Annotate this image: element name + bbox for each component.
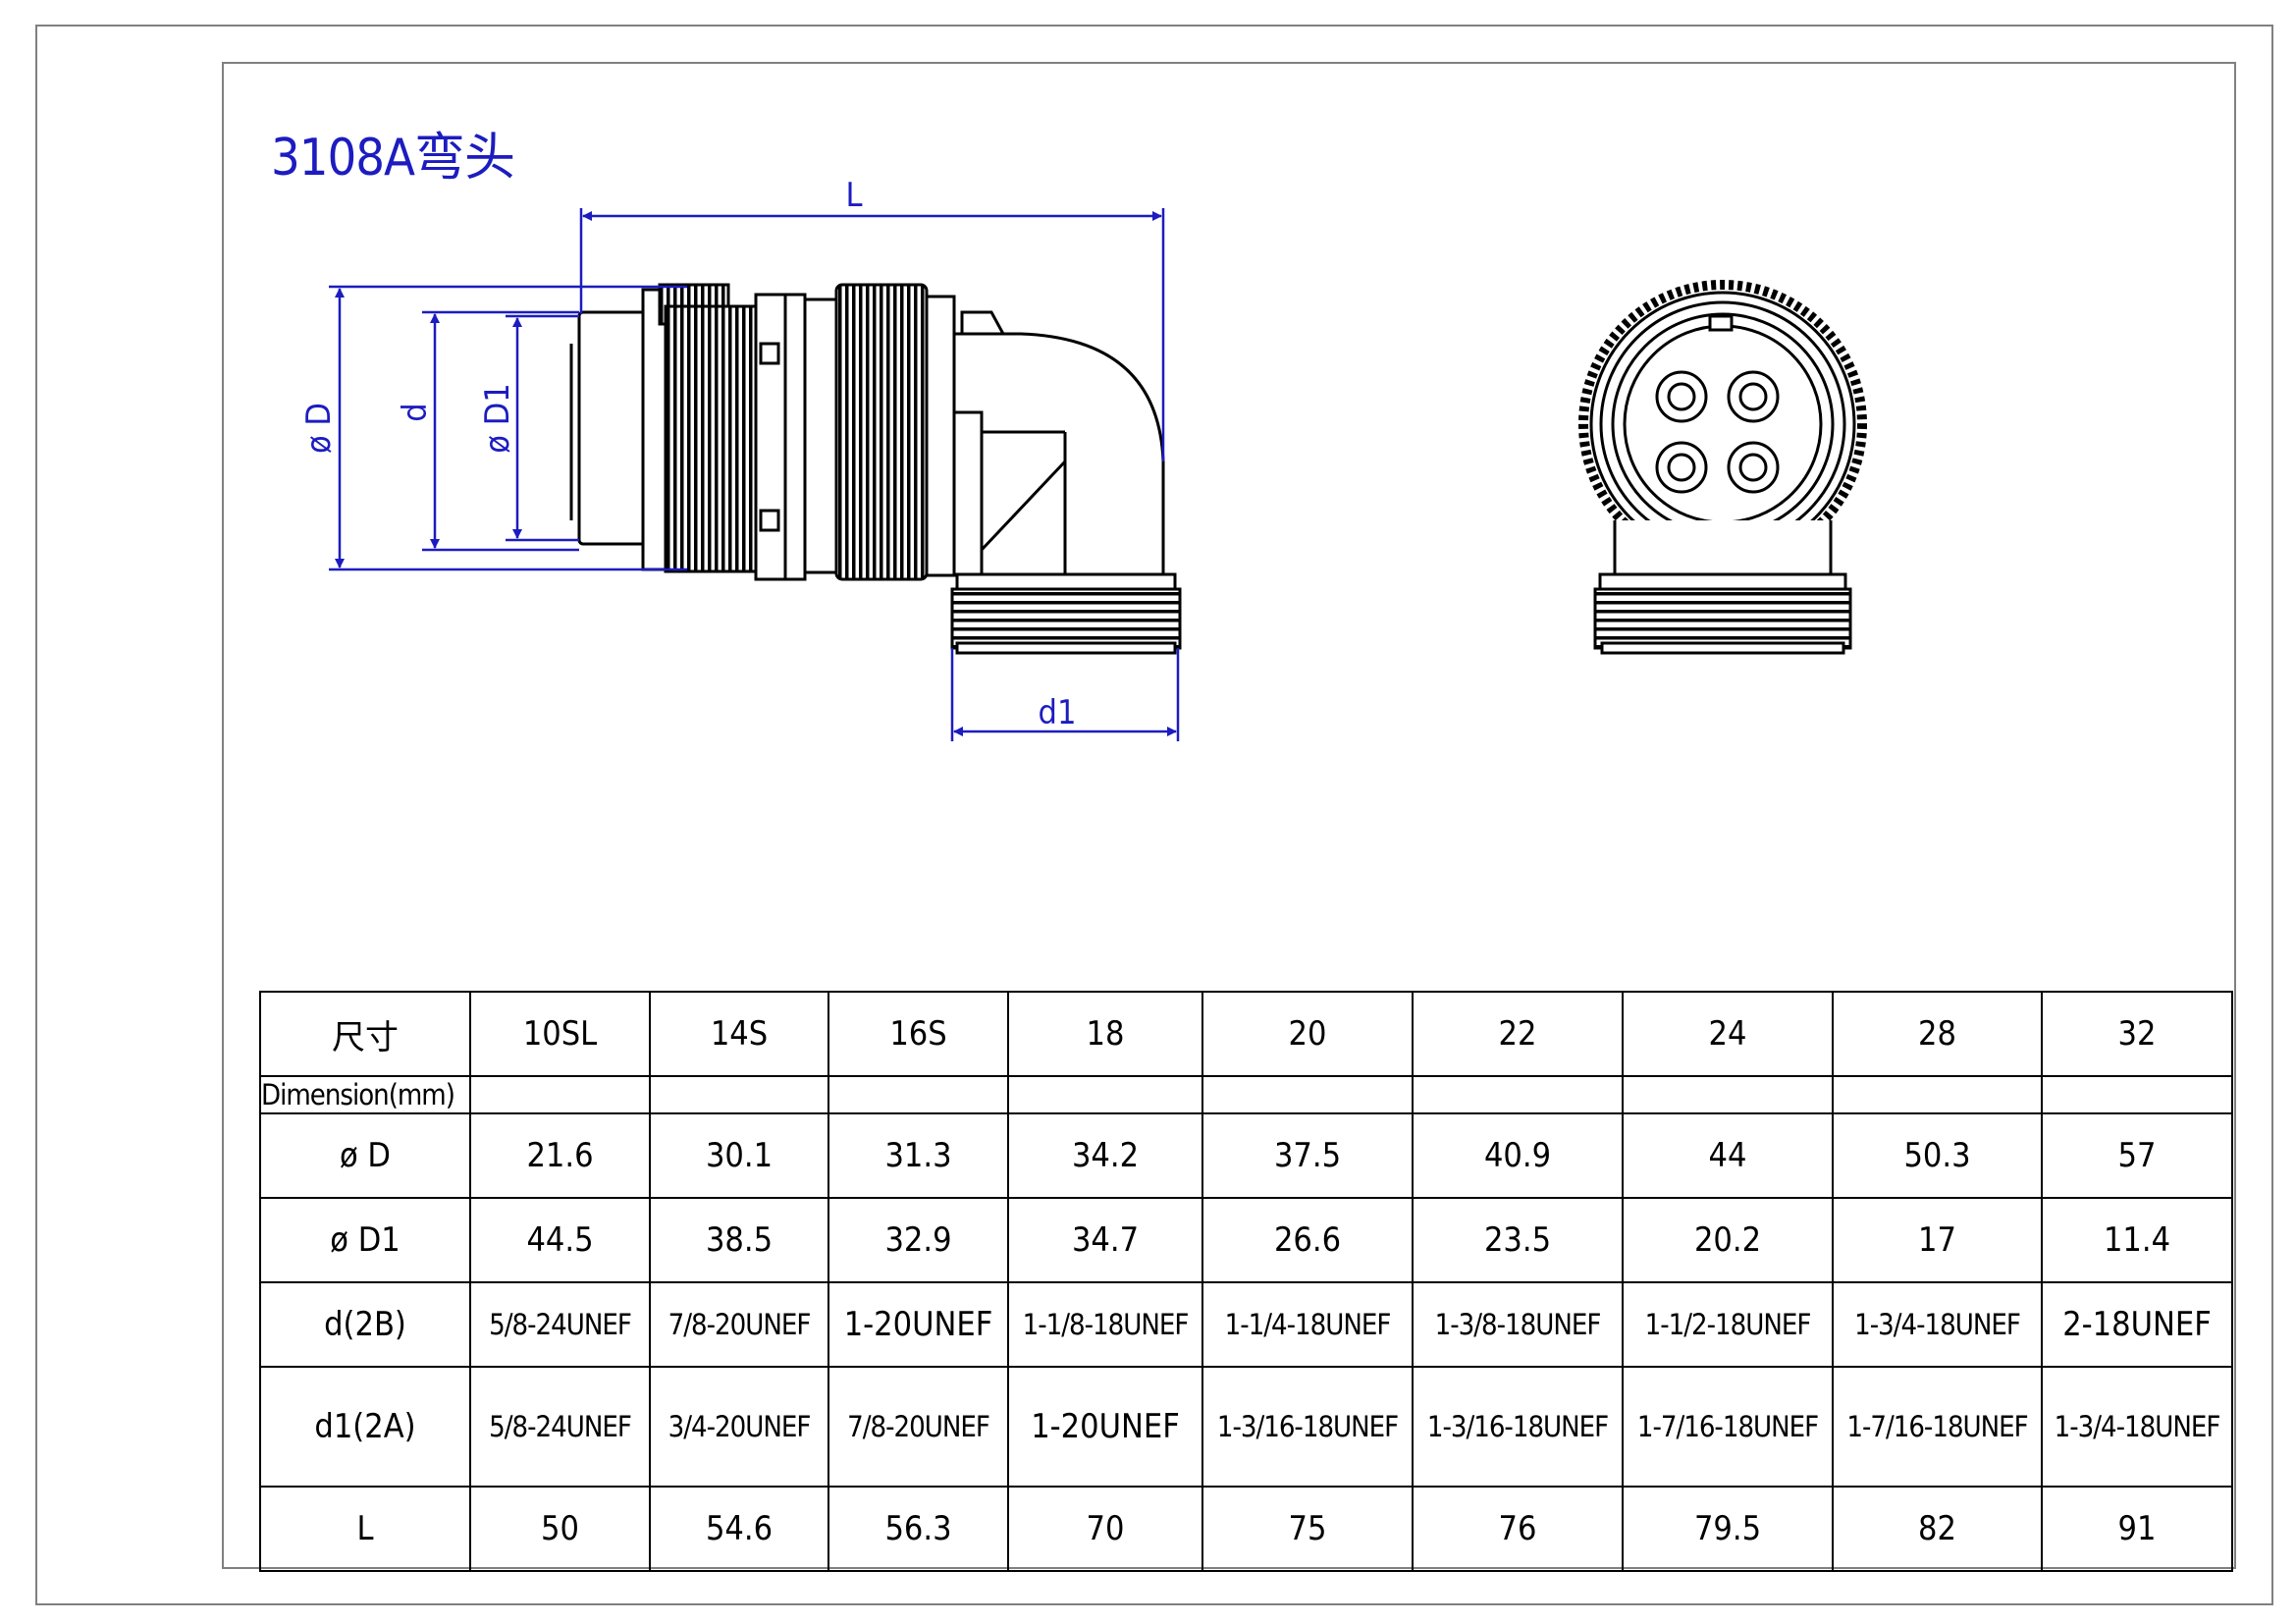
table-cell: 1-7/16-18UNEF bbox=[1622, 1366, 1834, 1488]
table-cell: 76 bbox=[1412, 1486, 1624, 1572]
header-cn: 尺寸 bbox=[259, 991, 471, 1077]
table-cell: 70 bbox=[1007, 1486, 1203, 1572]
dimension-lines bbox=[329, 208, 1180, 741]
label-d: d bbox=[396, 403, 435, 421]
size-cell: 22 bbox=[1412, 991, 1624, 1077]
table-row: d(2B) 5/8-24UNEF 7/8-20UNEF 1-20UNEF 1-1… bbox=[259, 1281, 2233, 1368]
table-cell: 56.3 bbox=[828, 1486, 1009, 1572]
table-row: ø D 21.6 30.1 31.3 34.2 37.5 40.9 44 50.… bbox=[259, 1112, 2233, 1199]
table-cell: 37.5 bbox=[1201, 1112, 1414, 1199]
table-cell: 1-1/4-18UNEF bbox=[1201, 1281, 1414, 1368]
table-cell: 11.4 bbox=[2041, 1197, 2233, 1283]
table-cell: 57 bbox=[2041, 1112, 2233, 1199]
table-cell: 34.7 bbox=[1007, 1197, 1203, 1283]
table-cell: 75 bbox=[1201, 1486, 1414, 1572]
table-cell: 82 bbox=[1832, 1486, 2043, 1572]
size-cell: 18 bbox=[1007, 991, 1203, 1077]
table-cell: 23.5 bbox=[1412, 1197, 1624, 1283]
table-cell: 5/8-24UNEF bbox=[469, 1281, 651, 1368]
label-phi-D: ø D bbox=[299, 403, 339, 454]
row-label: d1(2A) bbox=[259, 1366, 471, 1488]
table-cell: 91 bbox=[2041, 1486, 2233, 1572]
table-cell: 1-1/8-18UNEF bbox=[1007, 1281, 1203, 1368]
table-cell: 1-3/4-18UNEF bbox=[1832, 1281, 2043, 1368]
size-cell: 32 bbox=[2041, 991, 2233, 1077]
outer-frame bbox=[35, 25, 2273, 1605]
table-cell: 1-7/16-18UNEF bbox=[1832, 1366, 2043, 1488]
table-cell: 7/8-20UNEF bbox=[649, 1281, 829, 1368]
label-L: L bbox=[845, 176, 862, 215]
header-en: Dimension(mm) bbox=[259, 1075, 471, 1114]
table-cell: 40.9 bbox=[1412, 1112, 1624, 1199]
row-label: d(2B) bbox=[259, 1281, 471, 1368]
row-label: L bbox=[259, 1486, 471, 1572]
size-cell: 14S bbox=[649, 991, 829, 1077]
drawing-title: 3108A弯头 bbox=[271, 129, 515, 188]
table-cell: 79.5 bbox=[1622, 1486, 1834, 1572]
size-header-row: 尺寸 10SL 14S 16S 18 20 22 24 28 32 bbox=[259, 991, 2233, 1077]
table-row: L 50 54.6 56.3 70 75 76 79.5 82 91 bbox=[259, 1486, 2233, 1572]
table-cell: 54.6 bbox=[649, 1486, 829, 1572]
table-cell: 1-3/4-18UNEF bbox=[2041, 1366, 2233, 1488]
table-cell: 31.3 bbox=[828, 1112, 1009, 1199]
dimension-table: 尺寸 10SL 14S 16S 18 20 22 24 28 32 Dimens… bbox=[259, 991, 2233, 1572]
table-cell: 3/4-20UNEF bbox=[649, 1366, 829, 1488]
size-cell: 10SL bbox=[469, 991, 651, 1077]
label-d1: d1 bbox=[1039, 693, 1077, 732]
table-row: d1(2A) 5/8-24UNEF 3/4-20UNEF 7/8-20UNEF … bbox=[259, 1366, 2233, 1488]
table-cell: 1-3/16-18UNEF bbox=[1201, 1366, 1414, 1488]
size-cell: 16S bbox=[828, 991, 1009, 1077]
table-cell: 50.3 bbox=[1832, 1112, 2043, 1199]
label-phi-D1: ø D1 bbox=[478, 383, 517, 453]
table-cell: 44 bbox=[1622, 1112, 1834, 1199]
size-cell: 24 bbox=[1622, 991, 1834, 1077]
side-view bbox=[569, 283, 1182, 655]
table-cell: 21.6 bbox=[469, 1112, 651, 1199]
table-cell: 1-20UNEF bbox=[1007, 1366, 1203, 1488]
row-label: ø D bbox=[259, 1112, 471, 1199]
front-view bbox=[1578, 280, 1867, 655]
table-cell: 20.2 bbox=[1622, 1197, 1834, 1283]
table-cell: 2-18UNEF bbox=[2041, 1281, 2233, 1368]
table-cell: 38.5 bbox=[649, 1197, 829, 1283]
size-cell: 28 bbox=[1832, 991, 2043, 1077]
row-label: ø D1 bbox=[259, 1197, 471, 1283]
dimension-unit-row: Dimension(mm) bbox=[259, 1075, 2233, 1114]
table-cell: 17 bbox=[1832, 1197, 2043, 1283]
table-cell: 1-20UNEF bbox=[828, 1281, 1009, 1368]
table-cell: 5/8-24UNEF bbox=[469, 1366, 651, 1488]
size-cell: 20 bbox=[1201, 991, 1414, 1077]
table-cell: 1-3/16-18UNEF bbox=[1412, 1366, 1624, 1488]
table-cell: 1-1/2-18UNEF bbox=[1622, 1281, 1834, 1368]
table-cell: 50 bbox=[469, 1486, 651, 1572]
table-cell: 7/8-20UNEF bbox=[828, 1366, 1009, 1488]
table-cell: 30.1 bbox=[649, 1112, 829, 1199]
table-cell: 34.2 bbox=[1007, 1112, 1203, 1199]
table-cell: 1-3/8-18UNEF bbox=[1412, 1281, 1624, 1368]
table-cell: 26.6 bbox=[1201, 1197, 1414, 1283]
table-cell: 32.9 bbox=[828, 1197, 1009, 1283]
table-row: ø D1 44.5 38.5 32.9 34.7 26.6 23.5 20.2 … bbox=[259, 1197, 2233, 1283]
table-cell: 44.5 bbox=[469, 1197, 651, 1283]
